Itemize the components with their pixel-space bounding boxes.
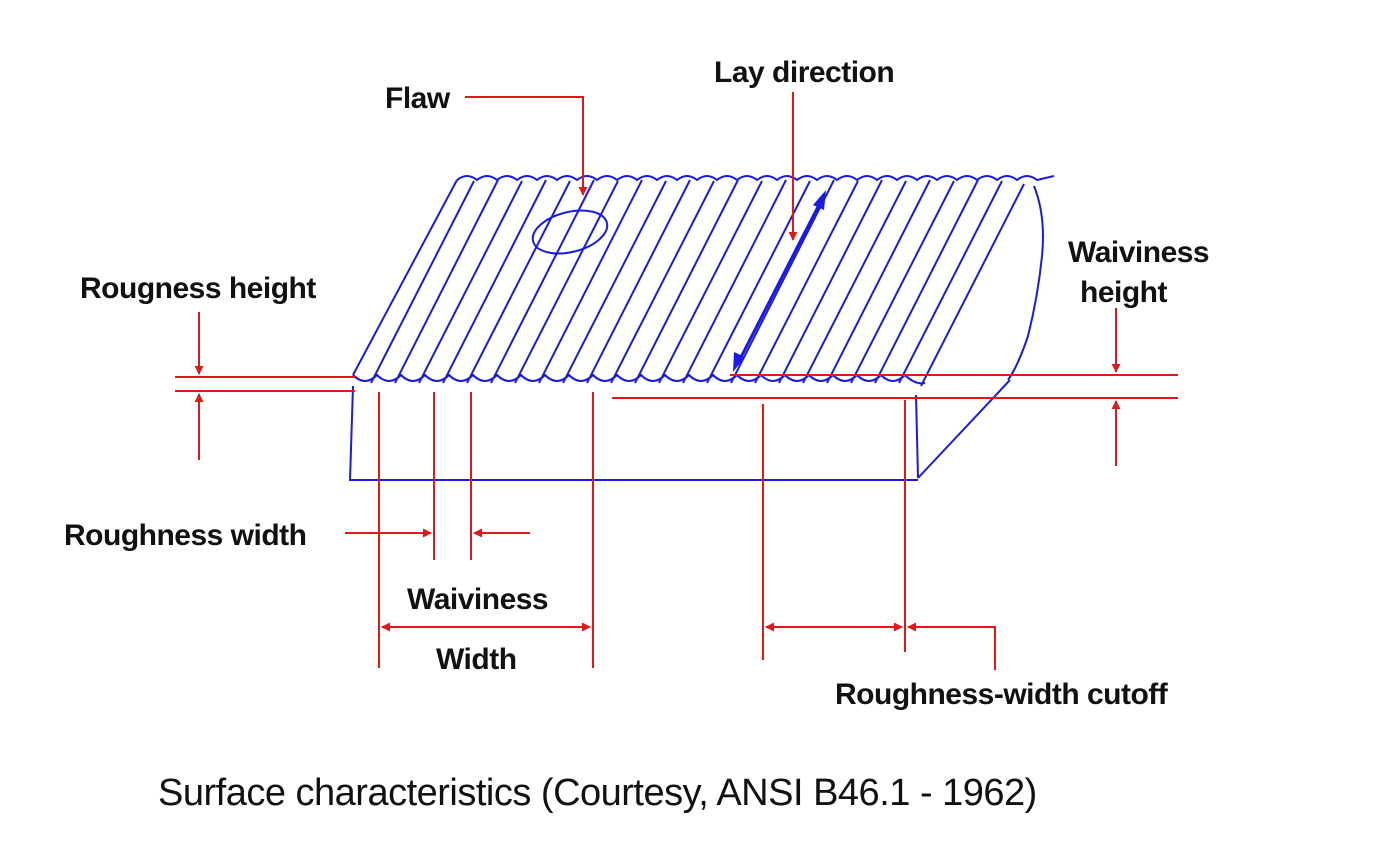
front-face	[348, 385, 918, 481]
waviness-width-label-line2: Width	[436, 643, 517, 676]
flaw-label: Flaw	[385, 82, 451, 115]
lay-ridges	[370, 179, 1025, 387]
right-top-edge	[1007, 185, 1044, 381]
roughness-height-label: Rougness height	[80, 272, 316, 305]
labels: Flaw Lay direction Rougness height Waivi…	[64, 56, 1210, 814]
roughness-width-cutoff-label: Roughness-width cutoff	[835, 678, 1169, 711]
waviness-height-label-line2: height	[1080, 276, 1167, 309]
flaw-leader	[465, 96, 588, 196]
waviness-height-label-line1: Waiviness	[1068, 236, 1209, 269]
dimension-lines	[175, 92, 1178, 670]
figure-caption: Surface characteristics (Courtesy, ANSI …	[158, 772, 1037, 814]
cutoff-leader	[907, 622, 996, 670]
flaw-icon	[531, 209, 609, 255]
roughness-width-label: Roughness width	[64, 519, 307, 552]
left-top-edge	[352, 179, 458, 376]
lay-direction-arrow	[733, 190, 826, 372]
top-wavy-edge	[456, 175, 1055, 182]
lay-direction-label: Lay direction	[714, 56, 894, 89]
surface-block	[348, 175, 1055, 481]
waviness-width-label-line1: Waiviness	[407, 583, 548, 616]
right-side-face	[915, 379, 1011, 479]
